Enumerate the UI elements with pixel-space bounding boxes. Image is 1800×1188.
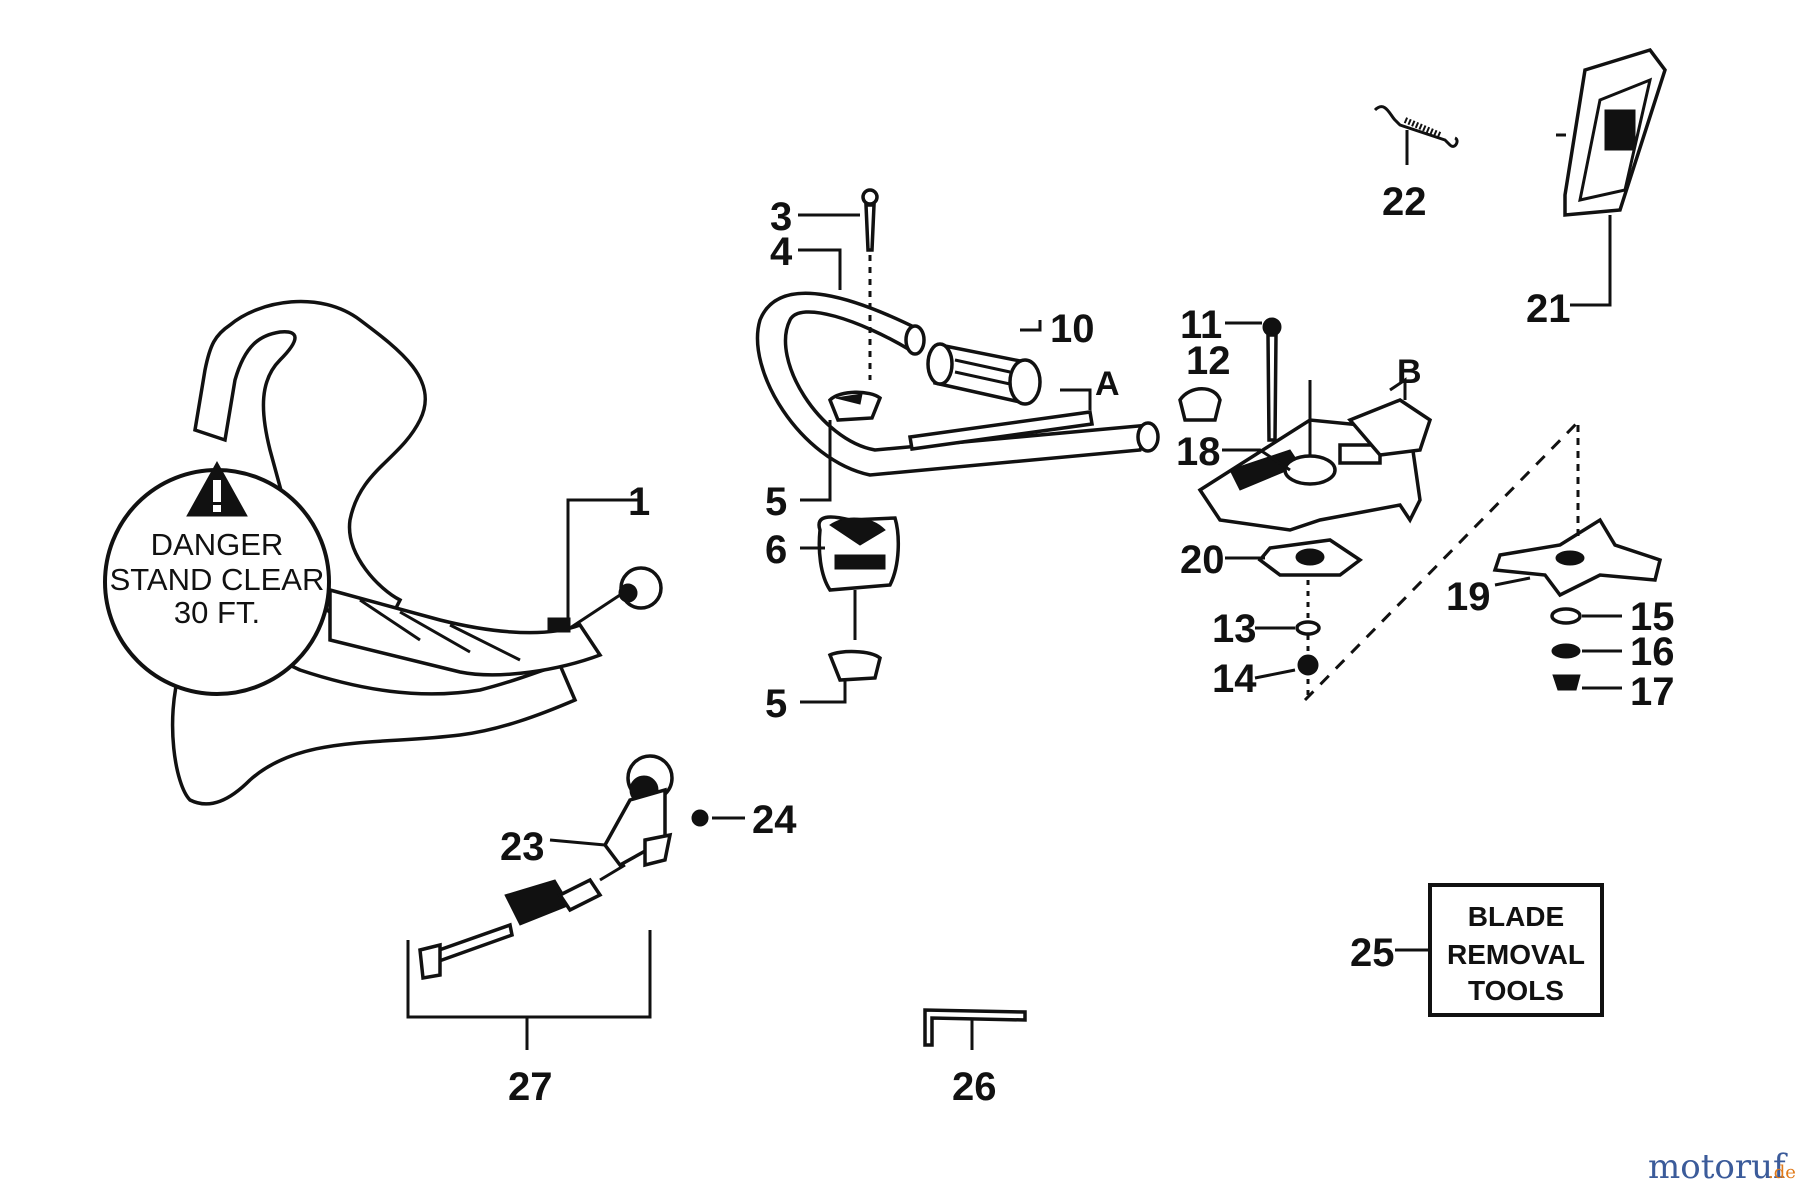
watermark-suffix: .de [1768, 1162, 1796, 1183]
housing-21 [1556, 47, 1667, 217]
callout-6: 6 [765, 528, 787, 572]
callout-15: 15 [1630, 595, 1675, 639]
clamp-block-6 [817, 515, 901, 592]
callout-12: 12 [1186, 339, 1231, 383]
callout-20: 20 [1180, 538, 1225, 582]
callout-14: 14 [1212, 657, 1257, 701]
callout-23: 23 [500, 825, 545, 869]
washer-13 [1295, 620, 1321, 636]
handle-grip [926, 342, 1042, 406]
clamp-5-lower [827, 649, 882, 682]
callout-21: 21 [1526, 287, 1571, 331]
callout-b: B [1397, 353, 1422, 391]
callout-22: 22 [1382, 180, 1427, 224]
plate-20 [1257, 538, 1364, 577]
nut-17 [1552, 674, 1581, 691]
washer-16 [1551, 643, 1581, 659]
danger-disc: DANGER STAND CLEAR 30 FT. [103, 460, 331, 696]
callout-19: 19 [1446, 575, 1491, 619]
washer-15 [1550, 607, 1582, 625]
rod-a [907, 410, 1095, 451]
nut-14 [1297, 654, 1319, 676]
screw-11 [1262, 317, 1282, 442]
blade-removal-tools-box: BLADE REMOVAL TOOLS [1428, 883, 1604, 1017]
cap-12 [1178, 387, 1222, 422]
callout-25: 25 [1350, 931, 1395, 975]
callout-26: 26 [952, 1065, 997, 1109]
danger-line-2: STAND CLEAR [110, 562, 325, 597]
box-line-2: REMOVAL [1447, 939, 1585, 970]
callout-16: 16 [1630, 630, 1675, 674]
screw-3 [861, 188, 879, 252]
callout-1: 1 [628, 480, 650, 524]
callout-13: 13 [1212, 607, 1257, 651]
blade-piece-b [1347, 398, 1433, 457]
callout-27: 27 [508, 1065, 553, 1109]
blade-19 [1492, 517, 1663, 598]
callout-24: 24 [752, 798, 797, 842]
box-line-3: TOOLS [1468, 975, 1564, 1006]
hex-key-26 [923, 1008, 1027, 1047]
handlebar [755, 291, 1160, 477]
knob-27 [504, 863, 626, 926]
watermark-logo: motoruf .de [1648, 1147, 1796, 1187]
harness-strap [170, 299, 663, 806]
callout-4: 4 [770, 230, 793, 274]
watermark-main: motoruf [1648, 1147, 1788, 1187]
throttle-trigger-23 [602, 754, 674, 868]
callout-a: A [1095, 365, 1120, 403]
callout-18: 18 [1176, 430, 1221, 474]
callout-5a: 5 [765, 480, 787, 524]
box-line-1: BLADE [1468, 901, 1564, 932]
danger-line-3: 30 FT. [174, 595, 260, 630]
bolt-27 [418, 922, 515, 981]
callout-11: 11 [1180, 303, 1222, 347]
callout-17: 17 [1630, 670, 1675, 714]
callout-3: 3 [770, 195, 792, 239]
callout-5b: 5 [765, 682, 787, 726]
ball-24 [691, 809, 709, 827]
guard-plate-18 [1197, 380, 1422, 532]
danger-line-1: DANGER [151, 527, 284, 562]
spring-22 [1373, 105, 1459, 148]
callout-10: 10 [1050, 307, 1095, 351]
